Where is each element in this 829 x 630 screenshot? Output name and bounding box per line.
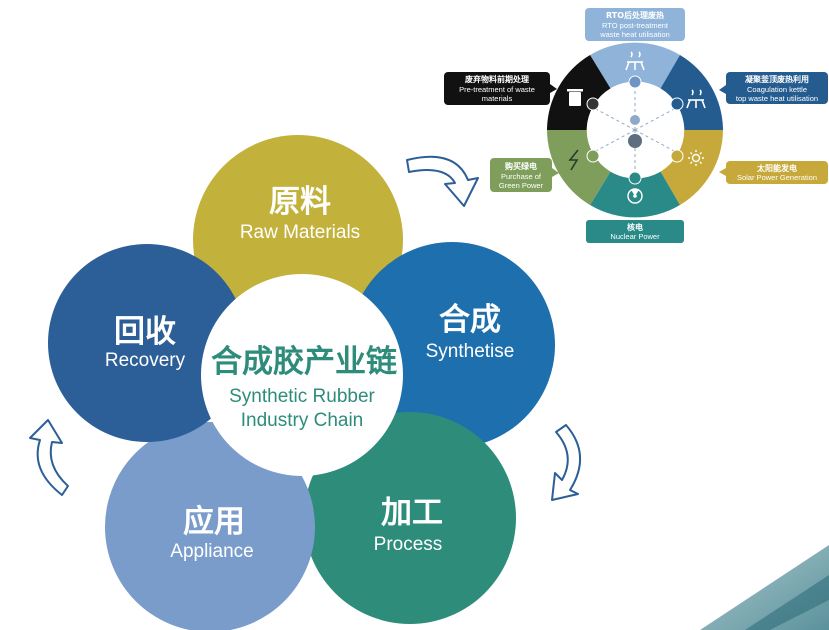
flow-arrow-left (29, 419, 69, 496)
stage-label-en: Recovery (105, 350, 186, 371)
stage-label-en: Appliance (170, 541, 253, 562)
flow-arrow-top (406, 155, 479, 207)
svg-text:凝聚釜顶废热利用: 凝聚釜顶废热利用 (745, 74, 809, 84)
svg-text:Purchase of: Purchase of (501, 172, 542, 181)
center-title-en-2: Industry Chain (241, 410, 364, 431)
svg-text:top waste heat utilisation: top waste heat utilisation (736, 94, 818, 103)
kettle-icon (686, 89, 706, 109)
stage-label-cn: 原料 (269, 184, 331, 220)
callout-green-power: 购买绿电 Purchase of Green Power (490, 158, 559, 192)
node-dot-icon (628, 171, 642, 185)
svg-text:waste heat utilisation: waste heat utilisation (599, 30, 670, 39)
ring-segment-green-power (547, 130, 611, 206)
grill-icon (625, 51, 645, 71)
lightning-icon (568, 149, 579, 171)
node-dot-icon (628, 75, 642, 89)
stage-circle-process (304, 412, 516, 624)
stage-label-en: Raw Materials (240, 222, 360, 243)
svg-text:购买绿电: 购买绿电 (505, 161, 537, 171)
center-circle (201, 274, 403, 476)
center-title-en-1: Synthetic Rubber (229, 386, 375, 407)
callout-waste: 废弃物料前期处理 Pre-treatment of waste material… (444, 72, 557, 105)
sun-icon (688, 150, 704, 166)
stage-label-cn: 合成 (439, 302, 501, 338)
recycle-bin-icon (567, 89, 583, 106)
svg-text:Pre-treatment of waste: Pre-treatment of waste (459, 85, 535, 94)
energy-ring (547, 42, 723, 218)
stage-label-cn: 回收 (114, 314, 176, 350)
ring-hub-icon (628, 134, 642, 148)
svg-text:Solar Power Generation: Solar Power Generation (737, 173, 817, 182)
nuclear-icon (627, 188, 643, 204)
ring-segment-solar (660, 130, 723, 206)
node-dot-icon (670, 97, 684, 111)
node-dot-icon (586, 97, 600, 111)
svg-text:Green Power: Green Power (499, 181, 544, 190)
flow-arrow-right (551, 424, 582, 501)
stage-label-cn: 加工 (381, 495, 443, 531)
svg-text:Nuclear Power: Nuclear Power (610, 232, 660, 241)
svg-text:核电: 核电 (627, 222, 643, 232)
svg-text:废弃物料前期处理: 废弃物料前期处理 (465, 74, 529, 84)
ring-segment-coagulation (660, 54, 723, 130)
callout-nuclear: 核电 Nuclear Power (586, 220, 684, 243)
stage-label-en: Process (374, 534, 443, 555)
svg-text:RTO post-treatment: RTO post-treatment (602, 21, 669, 30)
svg-text:RTO后处理废热: RTO后处理废热 (606, 10, 664, 20)
svg-text:materials: materials (482, 94, 513, 103)
svg-text:太阳能发电: 太阳能发电 (756, 163, 797, 173)
center-title-cn: 合成胶产业链 (211, 344, 397, 380)
callout-rto: RTO后处理废热 RTO post-treatment waste heat u… (585, 8, 685, 41)
node-dot-icon (670, 149, 684, 163)
callout-solar: 太阳能发电 Solar Power Generation (719, 161, 828, 184)
stage-label-en: Synthetise (426, 341, 515, 362)
node-dot-icon (586, 149, 600, 163)
stage-circle-recovery (48, 244, 246, 442)
decorative-brush-stroke (745, 575, 829, 630)
svg-text:Coagulation kettle: Coagulation kettle (747, 85, 807, 94)
callout-coagulation: 凝聚釜顶废热利用 Coagulation kettle top waste he… (719, 72, 828, 104)
stage-circle-appliance (105, 422, 315, 630)
stage-label-cn: 应用 (183, 504, 245, 540)
